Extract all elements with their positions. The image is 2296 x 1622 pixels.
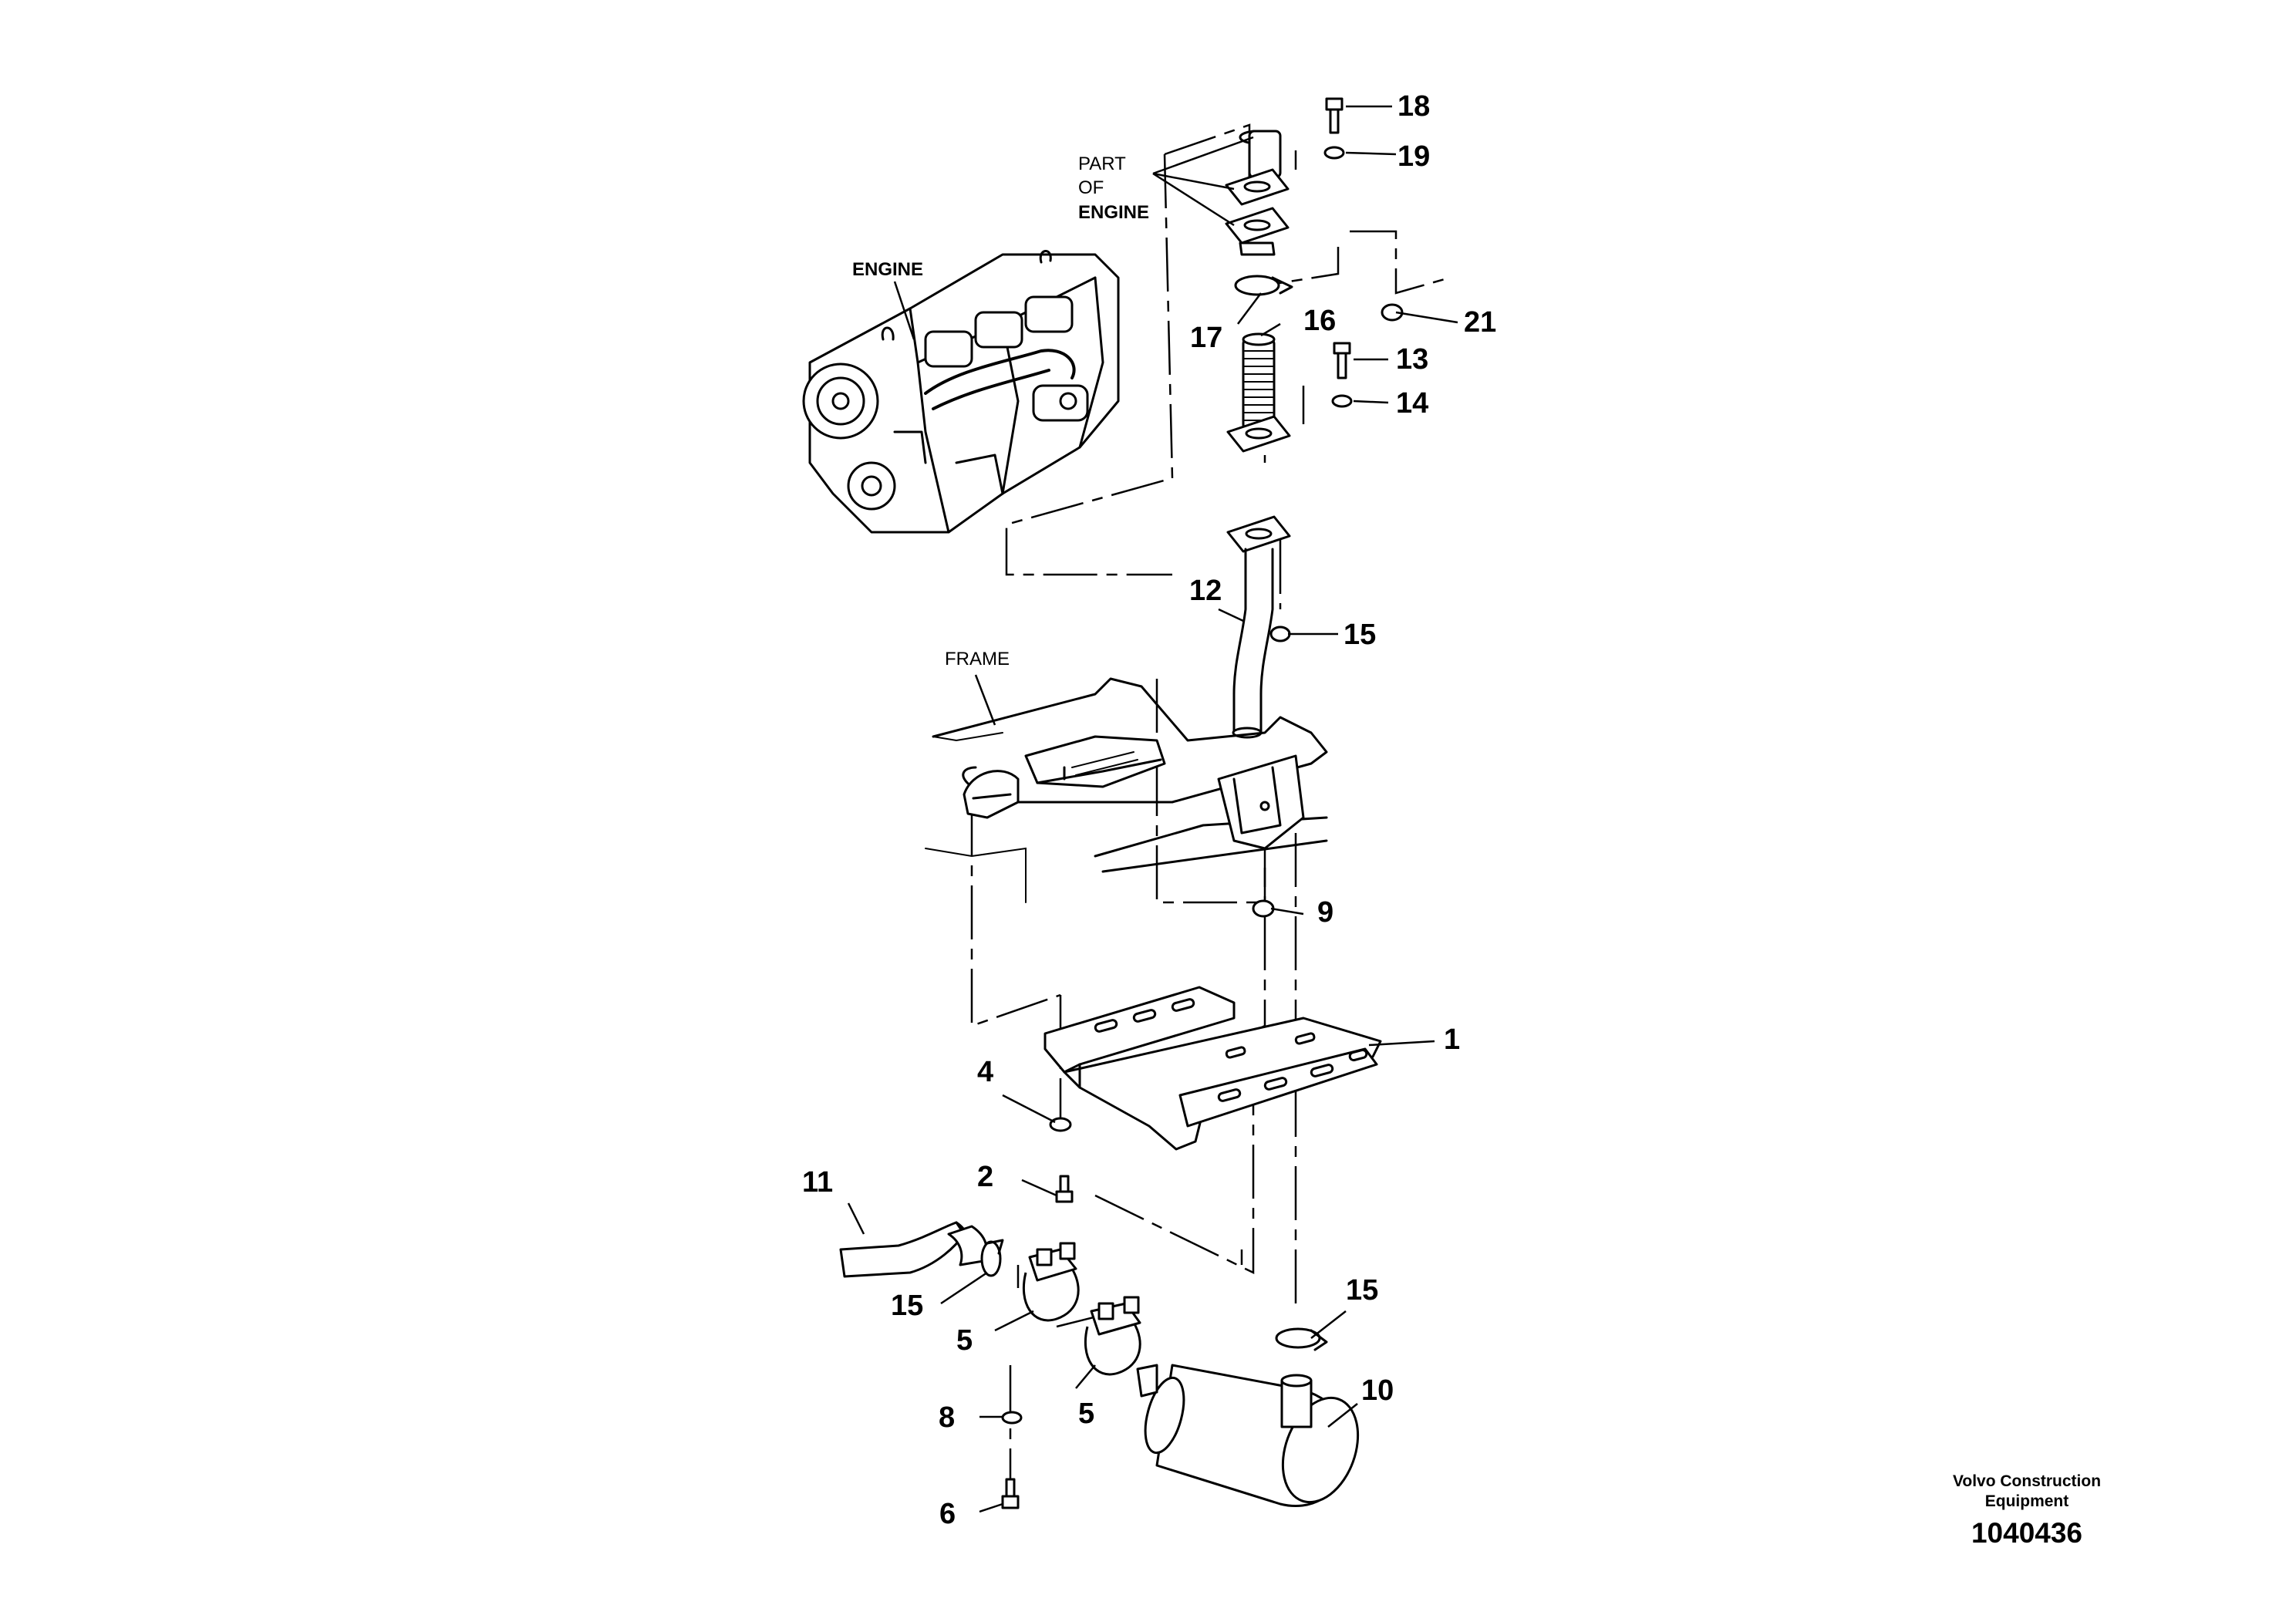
callout-18: 18	[1397, 90, 1430, 123]
callout-6: 6	[939, 1498, 956, 1530]
callout-5-upper: 5	[956, 1324, 973, 1357]
callout-4: 4	[977, 1056, 993, 1088]
callout-17: 17	[1190, 322, 1222, 354]
frame-drawing	[925, 677, 1328, 903]
label-part-of-engine-1: PART	[1078, 153, 1126, 174]
callout-13: 13	[1396, 343, 1428, 376]
callout-10: 10	[1361, 1374, 1394, 1407]
label-frame: FRAME	[945, 649, 1010, 669]
engine-drawing	[802, 250, 1120, 534]
text-labels: PART OF ENGINE ENGINE FRAME	[852, 153, 1149, 669]
company-name-line1: Volvo Construction	[1953, 1472, 2101, 1490]
clamp-5-lower	[1084, 1296, 1141, 1376]
callout-16: 16	[1303, 305, 1336, 337]
label-part-of-engine-2: OF	[1078, 177, 1104, 198]
callout-15-muffler: 15	[1346, 1274, 1378, 1307]
drawing-number: 1040436	[1971, 1517, 2082, 1549]
callout-14: 14	[1396, 387, 1428, 420]
callout-12: 12	[1189, 575, 1222, 607]
callout-1: 1	[1444, 1023, 1460, 1056]
leader-lines	[847, 105, 1458, 1513]
clamp-5-upper	[1022, 1242, 1080, 1322]
exhaust-pipe-12	[1226, 515, 1291, 739]
callout-2: 2	[977, 1161, 993, 1193]
bellows-16	[1226, 332, 1291, 453]
clamp-15-muffler	[1275, 1327, 1328, 1351]
label-part-of-engine-3: ENGINE	[1078, 202, 1149, 223]
exhaust-flange-assembly	[1225, 130, 1290, 256]
callout-15-upper: 15	[1344, 619, 1376, 651]
callout-19: 19	[1397, 140, 1430, 173]
callout-9: 9	[1317, 896, 1333, 929]
callout-21: 21	[1464, 306, 1496, 339]
clamp-17	[1234, 275, 1293, 296]
callout-5-lower: 5	[1078, 1398, 1094, 1430]
company-name-line2: Equipment	[1985, 1492, 2069, 1510]
fasteners	[1001, 97, 1404, 1509]
mounting-bracket-1	[1043, 986, 1382, 1151]
callout-8: 8	[939, 1401, 955, 1434]
callout-numbers: 18 19 21 16 17 13 14 12 15 9 1 4 2 11 15…	[802, 90, 1496, 1530]
muffler-10	[1136, 1364, 1360, 1508]
callout-15-lower: 15	[891, 1290, 923, 1322]
title-block: Volvo Construction Equipment 1040436	[1953, 1472, 2101, 1549]
clamp-15-lower	[980, 1239, 1004, 1277]
label-engine: ENGINE	[852, 259, 923, 280]
callout-11: 11	[802, 1166, 833, 1199]
